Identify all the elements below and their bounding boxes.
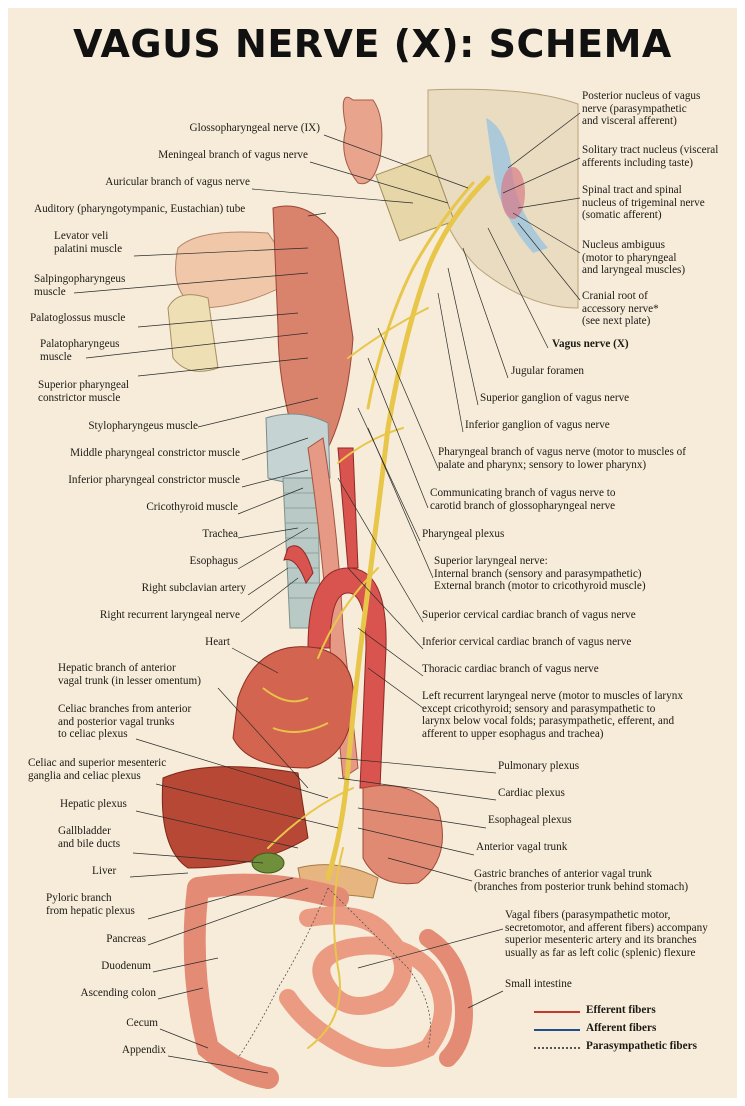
label-salpingopharyngeus: Salpingopharyngeus muscle <box>34 273 126 298</box>
label-gallbladder: Gallbladder and bile ducts <box>58 825 121 850</box>
temporal-bone <box>375 154 455 242</box>
label-celiac-ganglia: Celiac and superior mesenteric ganglia a… <box>28 757 167 782</box>
mandible <box>167 294 219 372</box>
label-inferior-ganglion: Inferior ganglion of vagus nerve <box>465 419 610 431</box>
gallbladder <box>251 852 285 874</box>
pharynx <box>272 205 354 449</box>
palate <box>175 231 299 309</box>
label-middle-pharyngeal-constrictor: Middle pharyngeal constrictor muscle <box>70 447 240 459</box>
label-appendix: Appendix <box>121 1044 166 1056</box>
ear <box>342 96 383 185</box>
label-auditory-tube: Auditory (pharyngotympanic, Eustachian) … <box>34 203 246 215</box>
label-esophagus: Esophagus <box>189 555 238 567</box>
label-left-recurrent-laryngeal-nerve: Left recurrent laryngeal nerve (motor to… <box>422 690 683 740</box>
label-vagus-nerve: Vagus nerve (X) <box>552 338 629 350</box>
legend-efferent-label: Efferent fibers <box>586 1004 656 1016</box>
label-heart: Heart <box>205 636 230 648</box>
label-esophageal-plexus: Esophageal plexus <box>488 814 572 826</box>
stomach <box>362 785 443 885</box>
brainstem-nucleus <box>486 118 548 253</box>
label-right-recurrent-laryngeal-nerve: Right recurrent laryngeal nerve <box>99 609 240 621</box>
carotid <box>337 447 359 569</box>
label-hepatic-branch: Hepatic branch of anterior vagal trunk (… <box>58 662 201 687</box>
label-trachea: Trachea <box>202 528 238 540</box>
label-solitary-tract-nucleus: Solitary tract nucleus (visceral afferen… <box>582 144 719 169</box>
poster: VAGUS NERVE (X): SCHEMA <box>8 8 737 1098</box>
label-thoracic-cardiac-branch: Thoracic cardiac branch of vagus nerve <box>422 663 599 675</box>
leader-lines <box>73 134 469 1074</box>
colon <box>183 873 349 1089</box>
label-meningeal-branch: Meningeal branch of vagus nerve <box>158 149 308 161</box>
label-vagal-fibers: Vagal fibers (parasympathetic motor, sec… <box>505 909 708 959</box>
label-posterior-nucleus-vagus: Posterior nucleus of vagus nerve (parasy… <box>582 90 701 128</box>
nucleus-ambiguus <box>501 167 525 219</box>
label-right-subclavian-artery: Right subclavian artery <box>141 582 246 594</box>
label-cecum: Cecum <box>126 1017 158 1029</box>
label-superior-ganglion: Superior ganglion of vagus nerve <box>480 392 630 404</box>
label-glossopharyngeal-nerve: Glossopharyngeal nerve (IX) <box>189 122 320 134</box>
label-palatoglossus: Palatoglossus muscle <box>30 312 126 324</box>
label-gastric-branches: Gastric branches of anterior vagal trunk… <box>474 868 689 893</box>
label-pharyngeal-plexus: Pharyngeal plexus <box>422 528 505 540</box>
label-spinal-tract-trigeminal: Spinal tract and spinal nucleus of trige… <box>582 184 705 222</box>
anatomy-illustration <box>73 88 581 1089</box>
label-ascending-colon: Ascending colon <box>80 987 157 999</box>
label-cricothyroid: Cricothyroid muscle <box>146 501 238 513</box>
label-pharyngeal-branch: Pharyngeal branch of vagus nerve (motor … <box>438 446 686 471</box>
label-stylopharyngeus: Stylopharyngeus muscle <box>88 420 198 432</box>
label-cranial-root-accessory: Cranial root of accessory nerve* (see ne… <box>582 290 659 328</box>
label-inferior-pharyngeal-constrictor: Inferior pharyngeal constrictor muscle <box>68 474 240 486</box>
legend-afferent-swatch <box>534 1029 580 1031</box>
page-title: VAGUS NERVE (X): SCHEMA <box>73 22 672 66</box>
legend-parasympathetic-label: Parasympathetic fibers <box>586 1040 697 1052</box>
label-liver: Liver <box>92 865 117 877</box>
legend-parasympathetic-swatch <box>534 1047 580 1049</box>
legend-efferent-swatch <box>534 1011 580 1013</box>
label-inferior-cervical-cardiac-branch: Inferior cervical cardiac branch of vagu… <box>422 636 632 648</box>
label-nucleus-ambiguus: Nucleus ambiguus (motor to pharyngeal an… <box>582 239 686 277</box>
label-superior-cervical-cardiac-branch: Superior cervical cardiac branch of vagu… <box>422 609 636 621</box>
label-cardiac-plexus: Cardiac plexus <box>498 787 565 799</box>
label-jugular-foramen: Jugular foramen <box>511 365 585 377</box>
small-intestine <box>279 906 452 1067</box>
label-duodenum: Duodenum <box>101 960 151 972</box>
label-small-intestine: Small intestine <box>505 978 572 990</box>
vagus-nerve <box>267 175 491 1049</box>
legend-afferent-label: Afferent fibers <box>586 1022 657 1034</box>
label-pancreas: Pancreas <box>106 933 146 945</box>
label-anterior-vagal-trunk: Anterior vagal trunk <box>476 841 568 853</box>
label-communicating-branch: Communicating branch of vagus nerve to c… <box>430 487 616 512</box>
right-subclavian-artery <box>283 545 314 585</box>
label-superior-pharyngeal-constrictor: Superior pharyngeal constrictor muscle <box>38 379 130 404</box>
aorta <box>307 567 387 789</box>
label-celiac-branches: Celiac branches from anterior and poster… <box>58 703 192 741</box>
label-auricular-branch: Auricular branch of vagus nerve <box>105 176 250 188</box>
label-pyloric-branch: Pyloric branch from hepatic plexus <box>46 892 135 917</box>
label-hepatic-plexus: Hepatic plexus <box>60 798 127 810</box>
label-pulmonary-plexus: Pulmonary plexus <box>498 760 580 772</box>
label-levator-veli-palatini: Levator veli palatini muscle <box>54 230 123 255</box>
label-palatopharyngeus: Palatopharyngeus muscle <box>40 338 120 363</box>
label-superior-laryngeal-nerve: Superior laryngeal nerve: Internal branc… <box>434 555 646 593</box>
